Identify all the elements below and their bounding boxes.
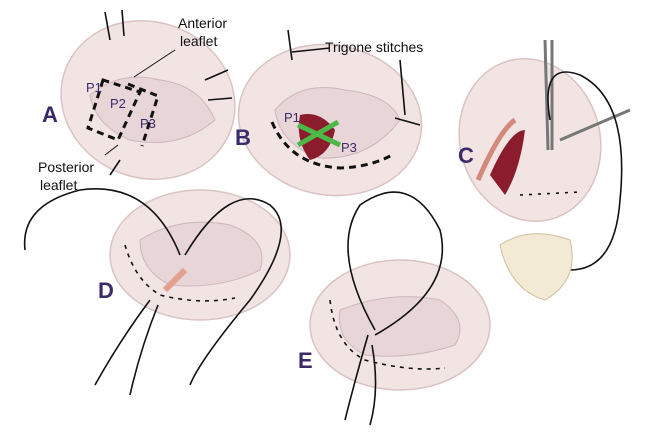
panel-label-d: D — [98, 278, 114, 303]
panel-label-b: B — [235, 125, 251, 150]
forceps-instrument — [543, 39, 631, 151]
panel-label-e: E — [298, 348, 313, 373]
stay-sutures-a — [104, 9, 233, 176]
suture-e — [344, 191, 444, 426]
annular-dash-b — [270, 121, 393, 170]
posterior-leaflet-label-2: leaflet — [40, 177, 77, 193]
segment-p3-a: P3 — [140, 116, 156, 131]
p2-mark — [296, 119, 342, 148]
trigone-sutures — [287, 29, 421, 126]
segment-p2-a: P2 — [110, 96, 126, 111]
valve-orifice-a — [89, 76, 216, 143]
valve-orifice-d — [139, 221, 263, 287]
anterior-leaflet-label: Anterior — [178, 15, 227, 31]
resected-tissue-c — [490, 130, 525, 195]
panel-c: C — [458, 39, 631, 301]
posterior-pointer — [104, 144, 119, 156]
anterior-leaflet-label-2: leaflet — [180, 33, 217, 49]
annuloplasty-sutures-e — [329, 299, 446, 370]
segment-p3-b: P3 — [341, 140, 357, 155]
valve-c — [458, 57, 602, 223]
annular-sutures-c — [519, 191, 581, 196]
panel-label-c: C — [458, 143, 474, 168]
anterior-pointer — [133, 49, 176, 78]
trigone-stitches-label: Trigone stitches — [325, 39, 423, 55]
posterior-leaflet-label: Posterior — [38, 159, 94, 175]
segment-p1-a: P1 — [86, 80, 102, 95]
valve-orifice-e — [338, 296, 461, 357]
repaired-leaflet-d — [162, 267, 188, 293]
suture-d — [23, 188, 283, 386]
panel-e: E — [298, 191, 491, 426]
panel-b: Trigone stitches P1 P3 B — [235, 29, 423, 197]
leaflet-edge-c — [475, 117, 517, 182]
posterior-resection-outline — [86, 78, 160, 147]
panel-d: D — [23, 188, 291, 396]
annuloplasty-sutures-d — [124, 244, 236, 302]
suture-tails-d — [94, 299, 159, 396]
panel-a: Anterior leaflet Posterior leaflet P1 P2… — [38, 9, 236, 193]
segment-p1-b: P1 — [284, 110, 300, 125]
pledget-hand — [499, 233, 573, 301]
suture-c — [547, 71, 623, 271]
panel-label-a: A — [42, 102, 58, 127]
